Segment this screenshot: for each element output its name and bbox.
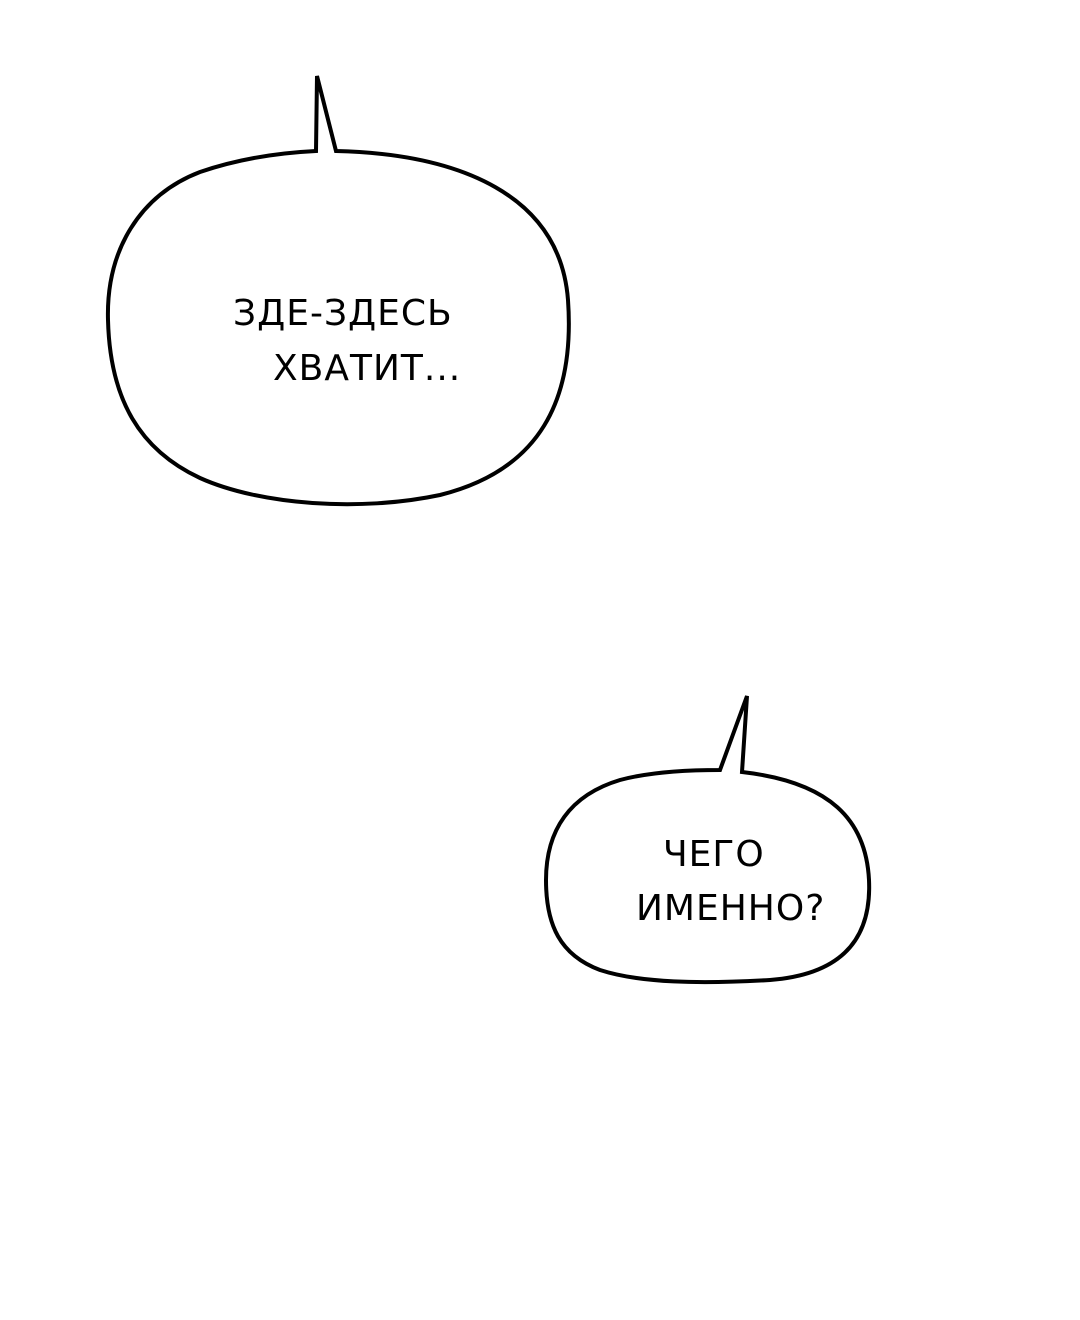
speech-bubble-1-line-2: ХВАТИТ... (273, 348, 461, 389)
speech-bubble-2-line-2: ИМЕННО? (636, 888, 825, 929)
speech-bubble-1: ЗДЕ-ЗДЕСЬ ХВАТИТ... (105, 75, 571, 507)
speech-bubble-2: ЧЕГО ИМЕННО? (543, 695, 872, 985)
speech-bubble-1-outline (105, 75, 571, 507)
speech-bubble-2-line-1: ЧЕГО (663, 834, 765, 875)
speech-bubble-1-line-1: ЗДЕ-ЗДЕСЬ (233, 293, 453, 334)
speech-bubble-2-outline (543, 695, 872, 985)
